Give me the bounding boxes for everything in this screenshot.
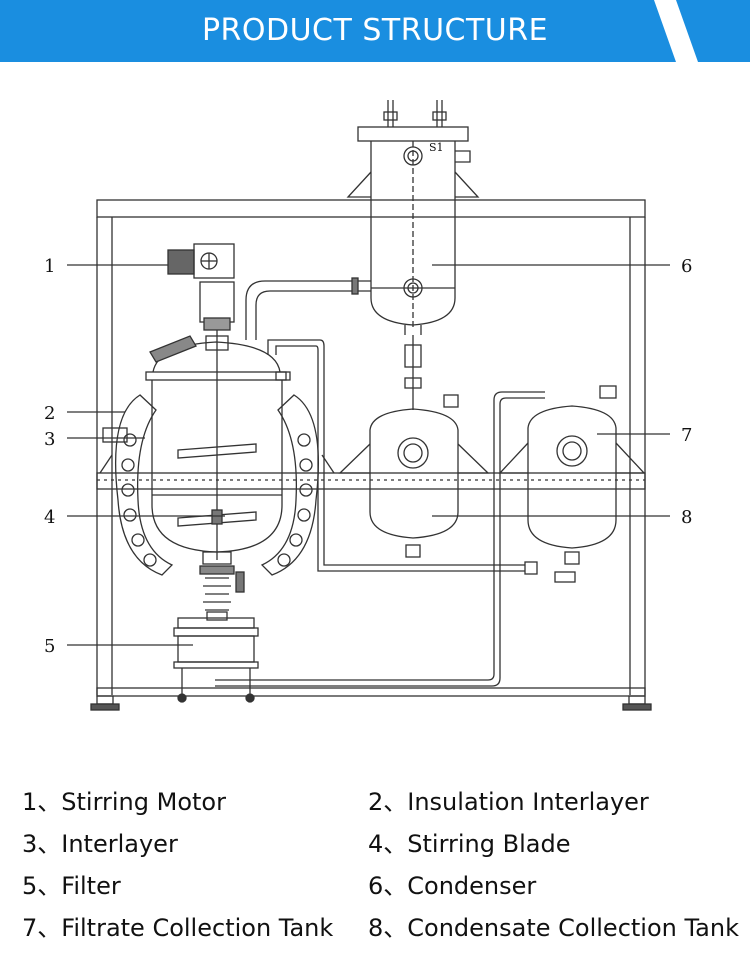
callout-1: 1	[44, 256, 55, 277]
legend-item-2: 2、Insulation Interlayer	[368, 788, 649, 816]
vapor-pipe	[245, 277, 371, 340]
callout-3: 3	[44, 429, 55, 450]
legend-item-1: 1、Stirring Motor	[22, 788, 226, 816]
stirring-motor	[167, 243, 235, 351]
condensate-tank	[338, 394, 490, 558]
page-title: PRODUCT STRUCTURE	[201, 13, 549, 48]
equipment-diagram: S1	[44, 100, 692, 711]
callout-8: 8	[681, 507, 692, 528]
header-banner: PRODUCT STRUCTURE	[0, 0, 750, 62]
banner-background	[0, 0, 750, 62]
legend-item-6: 6、Condenser	[368, 872, 537, 900]
filtrate-return-pipe	[215, 391, 545, 687]
condensate-pipe	[267, 335, 525, 572]
condenser	[346, 100, 480, 335]
callout-5: 5	[44, 636, 55, 657]
callout-6: 6	[681, 256, 692, 277]
filtrate-tank	[498, 385, 646, 583]
legend-item-4: 4、Stirring Blade	[368, 830, 571, 858]
filter-unit	[173, 617, 259, 703]
legend: 1、Stirring Motor 2、Insulation Interlayer…	[0, 760, 750, 960]
legend-item-3: 3、Interlayer	[22, 830, 178, 858]
discharge-valve	[199, 551, 245, 621]
leader-lines	[67, 264, 670, 646]
reactor-vessel	[102, 330, 291, 560]
condenser-marking: S1	[429, 141, 444, 154]
callout-4: 4	[44, 507, 55, 528]
insulation-jacket	[99, 394, 335, 576]
legend-item-5: 5、Filter	[22, 872, 121, 900]
legend-item-7: 7、Filtrate Collection Tank	[22, 914, 334, 942]
callout-7: 7	[681, 425, 692, 446]
callout-2: 2	[44, 403, 55, 424]
legend-item-8: 8、Condensate Collection Tank	[368, 914, 739, 942]
